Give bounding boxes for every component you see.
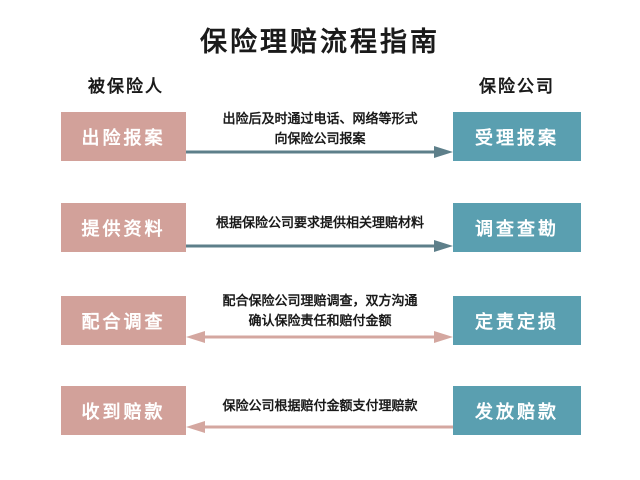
column-header-insured: 被保险人 xyxy=(88,77,164,97)
step-4-insurer-box: 发放赔款 xyxy=(453,386,581,435)
step-4-description: 保险公司根据赔付金额支付理赔款 xyxy=(190,397,450,417)
step-3-description: 配合保险公司理赔调查，双方沟通 确认保险责任和赔付金额 xyxy=(190,292,450,332)
step-3-desc-line-1: 配合保险公司理赔调查，双方沟通 xyxy=(222,294,418,309)
step-1-description: 出险后及时通过电话、网络等形式 向保险公司报案 xyxy=(190,110,450,150)
step-3-arrow-both-icon xyxy=(186,331,453,343)
step-1-desc-line-1: 出险后及时通过电话、网络等形式 xyxy=(222,112,418,127)
step-2-insured-box: 提供资料 xyxy=(61,203,186,252)
step-3-insured-box: 配合调查 xyxy=(61,296,186,345)
step-2-insurer-box: 调查查勘 xyxy=(453,203,581,252)
step-2-arrow-right-icon xyxy=(186,240,453,252)
step-1-arrow-right-icon xyxy=(186,146,453,158)
step-3-insurer-box: 定责定损 xyxy=(453,296,581,345)
step-2-description: 根据保险公司要求提供相关理赔材料 xyxy=(190,214,450,234)
step-4-insured-box: 收到赔款 xyxy=(61,386,186,435)
page-title: 保险理赔流程指南 xyxy=(200,27,440,58)
step-1-insured-box: 出险报案 xyxy=(61,112,186,161)
step-1-desc-line-2: 向保险公司报案 xyxy=(274,132,366,147)
step-1-insurer-box: 受理报案 xyxy=(453,112,581,161)
step-4-arrow-left-icon xyxy=(186,421,453,433)
step-4-desc-line-1: 保险公司根据赔付金额支付理赔款 xyxy=(222,399,418,414)
column-header-insurer: 保险公司 xyxy=(479,77,555,97)
step-2-desc-line-1: 根据保险公司要求提供相关理赔材料 xyxy=(215,216,424,231)
step-3-desc-line-2: 确认保险责任和赔付金额 xyxy=(248,314,392,329)
